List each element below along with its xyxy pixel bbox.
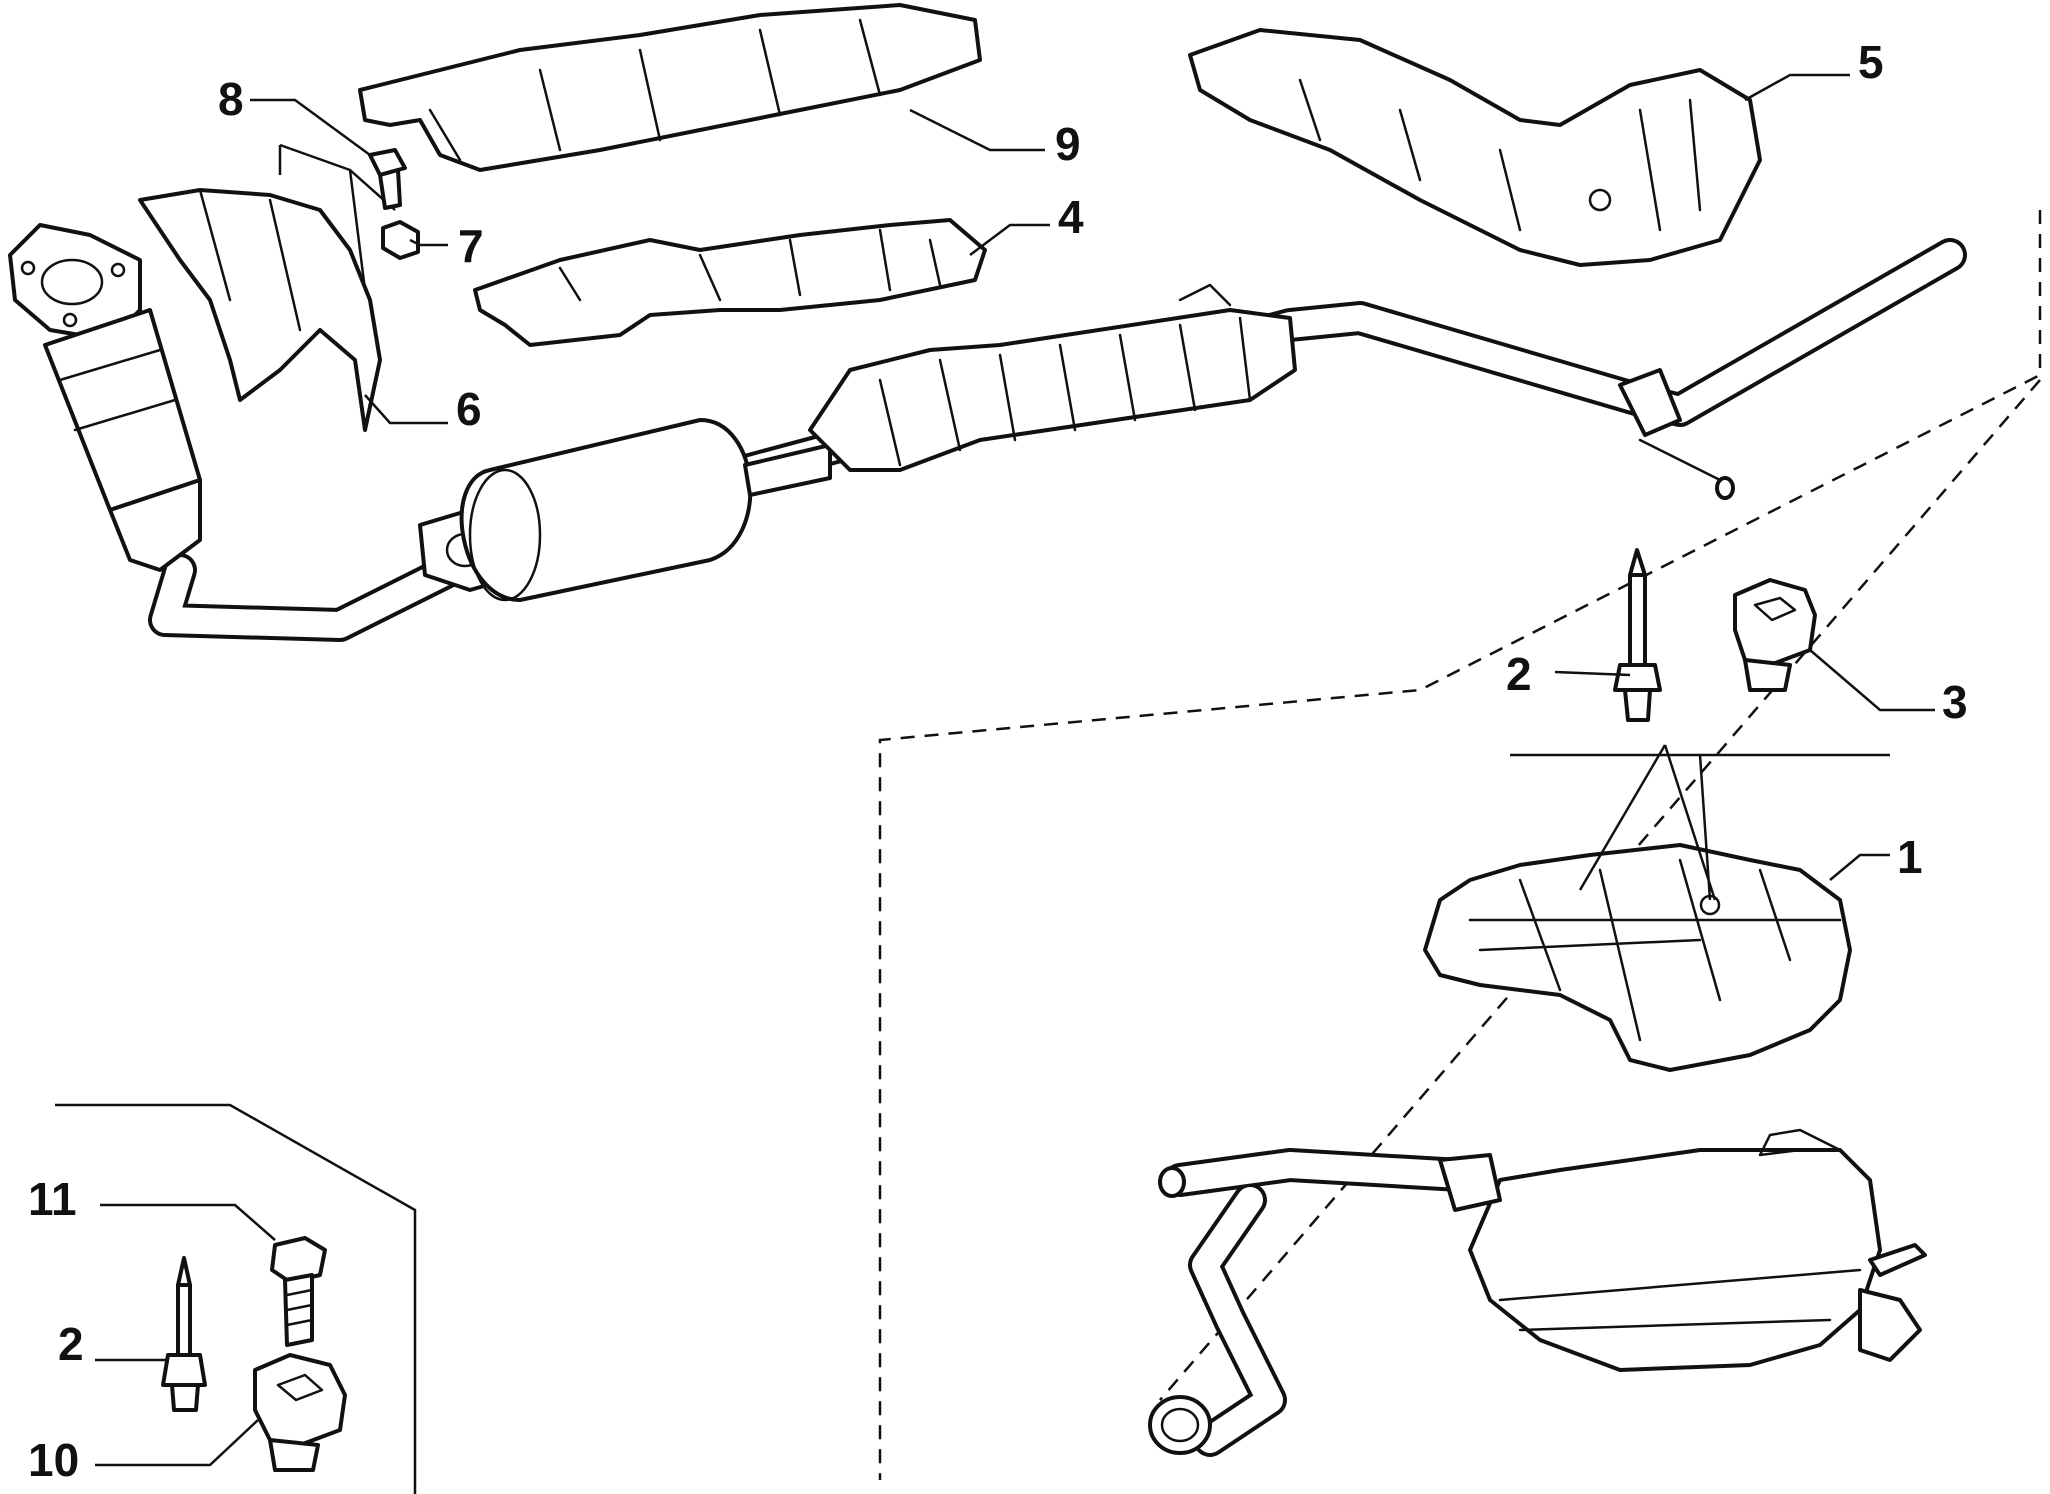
rivet-2-top [1613,548,1662,722]
callout-9: 9 [1055,118,1081,170]
bolt-11 [270,1236,327,1347]
bolt-8 [368,148,407,210]
catalytic-converter [8,223,202,572]
callout-2-bottom: 2 [58,1318,84,1370]
callout-3: 3 [1942,676,1968,728]
rubber-mount-3 [1733,578,1817,692]
heat-shield-4 [473,218,987,347]
rubber-mount-10 [253,1353,347,1472]
callout-5: 5 [1858,36,1884,88]
kit-box-border [55,1103,417,1494]
rear-silencer [1468,1128,1927,1372]
heat-shield-5 [1188,28,1762,267]
callout-1: 1 [1897,831,1923,883]
callout-4: 4 [1058,191,1084,243]
front-silencer [459,418,832,602]
callout-labels: 1 2 3 4 5 6 7 8 9 11 2 10 [28,36,1968,1486]
pipe-clamp [1618,368,1735,500]
callout-2-top: 2 [1506,648,1532,700]
rivet-2-bottom [161,1256,207,1412]
nut-7 [381,220,420,260]
rear-pipe [1148,1148,1502,1457]
callout-8: 8 [218,73,244,125]
callout-10: 10 [28,1434,79,1486]
callout-11: 11 [28,1173,77,1225]
callout-6: 6 [456,383,482,435]
callout-7: 7 [458,220,484,272]
rear-heat-shield-1 [1423,843,1852,1072]
central-silencer [808,283,1297,472]
leader-lines [95,73,1935,1467]
heat-shield-9 [358,3,982,172]
manifold-shield-6 [138,188,382,432]
